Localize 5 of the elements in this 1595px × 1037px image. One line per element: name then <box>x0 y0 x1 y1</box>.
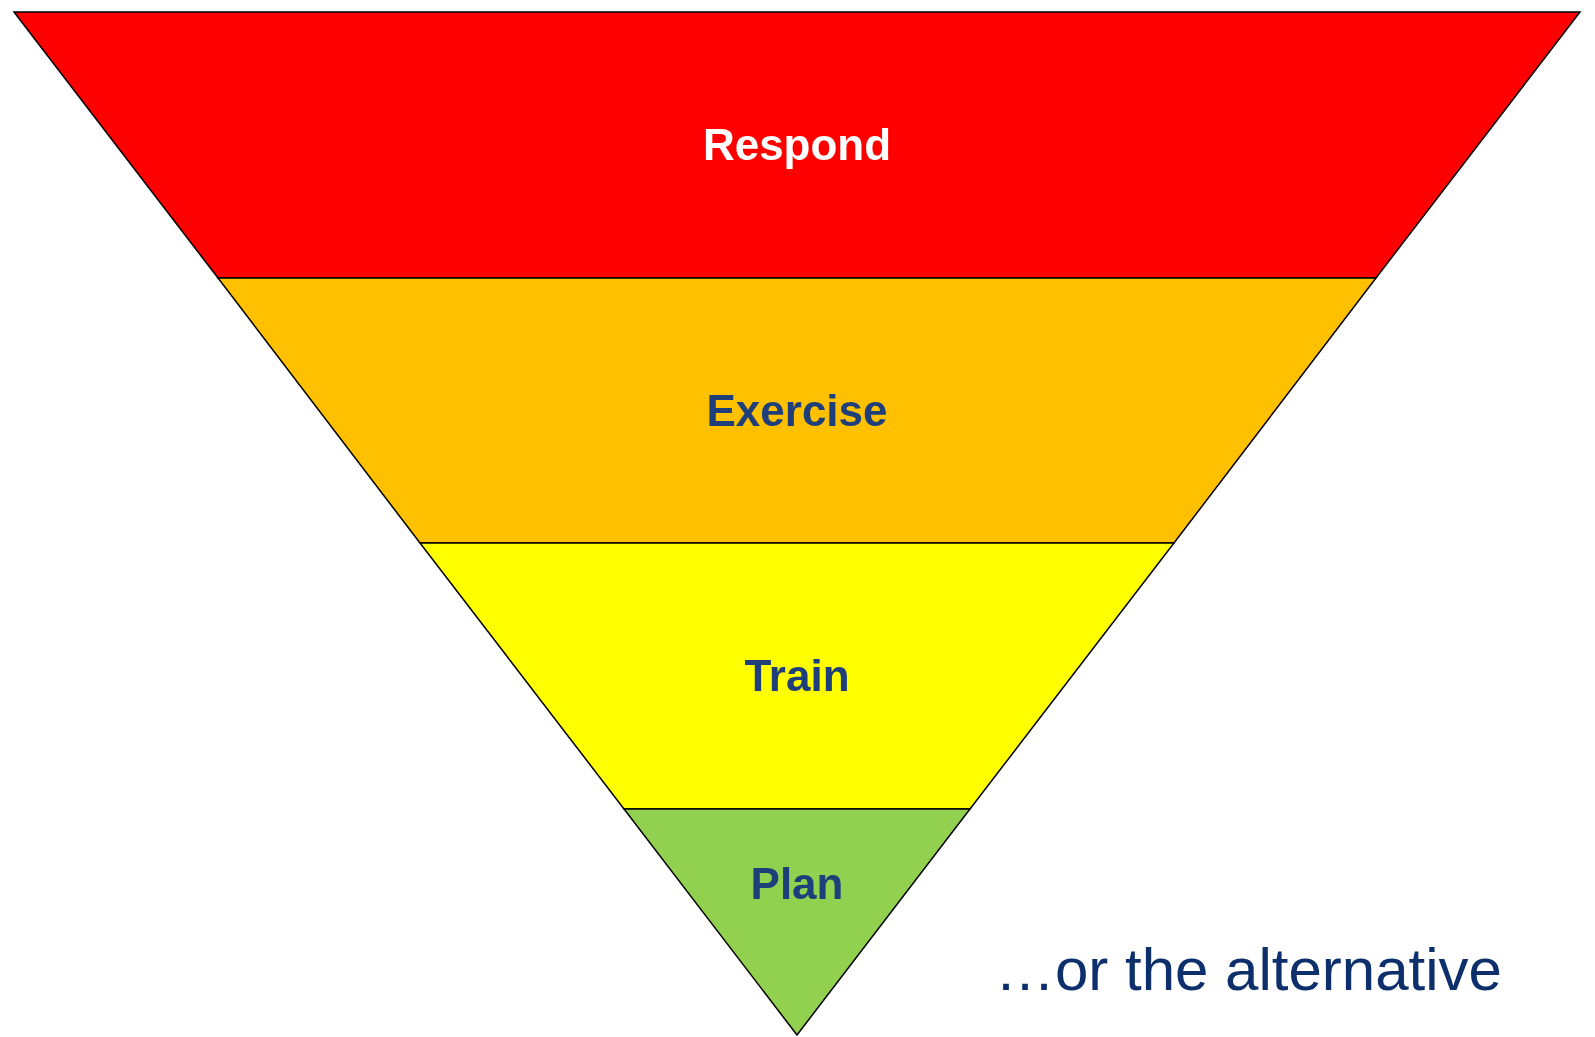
band-label: Train <box>744 651 850 701</box>
band-label: Respond <box>702 120 892 170</box>
band-label: Exercise <box>706 385 888 436</box>
caption-text: …or the alternative <box>995 935 1502 1004</box>
band-label: Plan <box>750 858 844 909</box>
